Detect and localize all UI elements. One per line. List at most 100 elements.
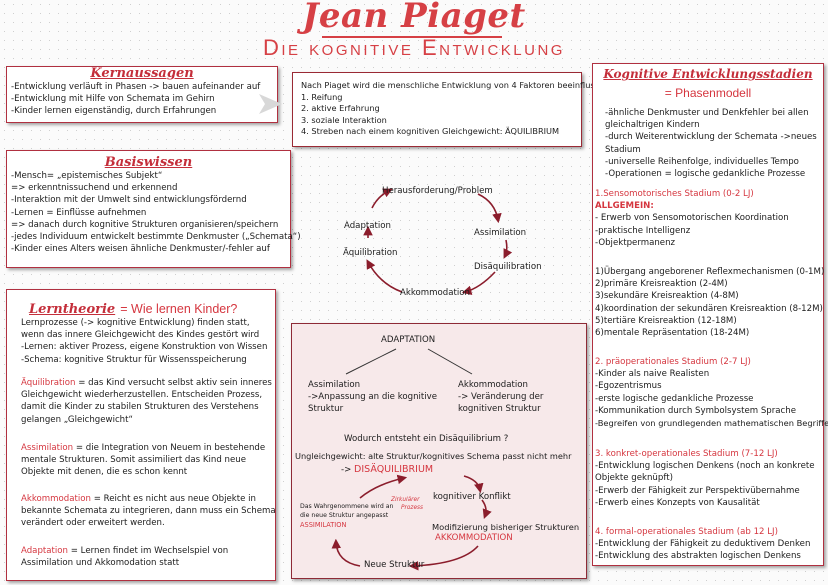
assimilation-line: mentale Strukturen. Somit assimiliert da…	[21, 455, 246, 466]
cycle-node-bottom: Akkommodation	[400, 288, 470, 298]
stadium-1-line: -Objektpermanenz	[595, 237, 676, 248]
lerntheorie-intro-line: Lernprozesse (-> kognitive Entwicklung) …	[21, 318, 250, 328]
page-subtitle: Die kognitive Entwicklung	[263, 35, 565, 60]
kernaussagen-line: -Entwicklung verläuft in Phasen -> bauen…	[11, 82, 261, 92]
cycle-node-left: Adaptation	[344, 221, 392, 231]
adaptation-assimilation-line: Struktur	[308, 404, 344, 415]
cycle-arrows	[363, 188, 513, 295]
title-underline	[322, 36, 502, 38]
wahrgenommene-line: Das Wahrgenommene wird an	[300, 503, 394, 510]
akkommodation-line: bekannte Schemata zu integrieren, dann m…	[21, 506, 276, 517]
adaptation-assimilation-line: Assimilation	[308, 380, 361, 390]
cycle-node-right: Assimilation	[474, 228, 527, 238]
zirkulaer-line: Prozess	[401, 505, 424, 511]
stadium-1-substage: 5)tertiäre Kreisreaktion (12-18M)	[595, 315, 737, 326]
zirkulaer-line: Zirkulärer	[391, 497, 420, 503]
stadium-4-line: -Entwicklung des abstrakten logischen De…	[595, 551, 801, 562]
aequilibration-term: Äquilibration	[21, 378, 76, 388]
stadium-3-line: -Erwerb eines Konzepts von Kausalität	[595, 497, 760, 508]
basiswissen-box: Basiswissen -Mensch= „epistemisches Subj…	[6, 150, 301, 268]
kernaussagen-line: -Kinder lernen eigenständig, durch Erfah…	[11, 106, 217, 117]
stadium-1-substage: 6)mentale Repräsentation (18-24M)	[595, 328, 750, 339]
lerntheorie-intro-line: wenn das innere Gleichgewicht des Kindes…	[21, 330, 260, 341]
kernaussagen-box: Kernaussagen -Entwicklung verläuft in Ph…	[6, 66, 278, 123]
stadium-1-substage: 3)sekundäre Kreisreaktion (4-8M)	[595, 291, 739, 302]
stadien-intro-line: -Operationen = logische gedankliche Proz…	[605, 169, 806, 180]
adaptation-question: Wodurch entsteht ein Disäquilibrium ?	[344, 434, 509, 444]
basiswissen-line: => erkenntnissuchend und erkennend	[11, 183, 178, 194]
wahrgenommene-line: die neue Struktur angepasst	[300, 512, 389, 519]
basiswissen-line: -Kinder eines Alters weisen ähnliche Den…	[11, 244, 270, 255]
adaptation-assimilation-line: ->Anpassung an die kognitive	[308, 392, 438, 403]
assimilation-term: Assimilation	[21, 443, 74, 453]
cycle-node-right-low: Disäquilibration	[474, 262, 542, 272]
stadium-1-line: - Erwerb von Sensomotorischen Koordinati…	[595, 213, 789, 224]
stadium-3-line: -Entwicklung logischen Denkens (noch an …	[595, 461, 815, 472]
adaptation-line: = Lernen findet im Wechselspiel von	[70, 546, 229, 556]
faktoren-item: 1. Reifung	[301, 91, 343, 102]
lerntheorie-intro-line: -Schema: kognitive Struktur für Wissenss…	[21, 354, 247, 365]
basiswissen-heading: Basiswissen	[104, 155, 193, 170]
stadium-1-substage: 4)koordination der sekundären Kreisreakt…	[595, 303, 823, 314]
faktoren-intro: Nach Piaget wird die menschliche Entwick…	[301, 80, 603, 90]
stadium-3-line: -Erwerb der Fähigkeit zur Perspektivüber…	[595, 485, 800, 496]
assimilation-line: Objekte mit denen, die es schon kennt	[21, 467, 188, 478]
adaptation-line: Assimilation und Akkomodation statt	[21, 558, 180, 569]
stadium-2-line: -Egozentrismus	[595, 381, 662, 392]
chevron-right-icon	[259, 94, 282, 114]
aequilibration-line: damit die Kinder zu stabilen Strukturen …	[21, 402, 259, 413]
disaequilibrium-label: DISÄQUILIBRIUM	[354, 464, 434, 475]
lerntheorie-heading-suffix: = Wie lernen Kinder?	[120, 302, 238, 316]
neue-struktur-label: Neue Struktur	[364, 560, 425, 570]
akkommodation-process-label: AKKOMMODATION	[435, 533, 513, 543]
stadium-2-line: -Kommunikation durch Symbolsystem Sprach…	[595, 405, 797, 416]
assimilation-line: = die Integration von Neuem in bestehend…	[75, 443, 266, 453]
adaptation-akkommodation-line: kognitiven Struktur	[458, 404, 541, 415]
aequilibration-line: Gleichgewicht wiederherzustellen. Entsch…	[21, 390, 263, 401]
stadium-1-line: -praktische Intelligenz	[595, 225, 691, 236]
assimilation-process-label: ASSIMILATION	[300, 521, 347, 529]
basiswissen-line: -jedes Individuum entwickelt bestimmte D…	[11, 232, 301, 243]
lerntheorie-heading: Lerntheorie	[29, 302, 116, 317]
adaptation-akkommodation-line: Akkommodation	[458, 380, 528, 390]
stadien-intro-line: -durch Weiterentwicklung der Schemata ->…	[605, 132, 817, 143]
adaptation-heading: ADAPTATION	[381, 335, 436, 345]
basiswissen-line: -Interaktion mit der Umwelt sind entwick…	[11, 195, 247, 206]
stadien-intro-line: -ähnliche Denkmuster und Denkfehler bei …	[605, 108, 809, 118]
adaptation-branch-lines	[345, 348, 473, 375]
stadium-3-line: Objekte geknüpft)	[595, 473, 673, 484]
stadium-4-title: 4. formal-operationales Stadium (ab 12 L…	[595, 527, 778, 537]
cycle-node-left-low: Äquilibration	[343, 248, 398, 258]
adaptation-term: Adaptation	[21, 546, 69, 556]
faktoren-item: 2. aktive Erfahrung	[301, 103, 380, 114]
stadien-intro-line: -universelle Reihenfolge, individuelles …	[605, 156, 799, 167]
basiswissen-line: -Mensch= „epistemisches Subjekt“	[11, 171, 163, 181]
stadium-2-title: 2. präoperationales Stadium (2-7 LJ)	[595, 357, 751, 367]
stadien-intro-line: Stadium	[605, 144, 641, 155]
akkommodation-line: verändert oder erweitert werden.	[21, 518, 165, 529]
akkommodation-term: Akkommodation	[21, 494, 91, 504]
kernaussagen-heading: Kernaussagen	[90, 66, 194, 81]
stadien-subheading: = Phasenmodell	[664, 86, 752, 100]
lerntheorie-box: Lerntheorie = Wie lernen Kinder? Lernpro…	[6, 289, 276, 581]
stadium-4-line: -Entwicklung der Fähigkeit zu deduktivem…	[595, 539, 811, 550]
basiswissen-line: -Lernen = Einflüsse aufnehmen	[11, 207, 147, 218]
modifizierung-label: Modifizierung bisheriger Strukturen	[432, 522, 580, 532]
stadien-box: Kognitive Entwicklungsstadien = Phasenmo…	[592, 63, 828, 566]
lerntheorie-intro-line: -Lernen: aktiver Prozess, eigene Konstru…	[21, 342, 268, 353]
stadien-heading: Kognitive Entwicklungsstadien	[603, 67, 813, 81]
allgemein-label: ALLGEMEIN:	[595, 201, 654, 212]
page-title: Jean Piaget	[302, 0, 526, 36]
cycle-node-top: Herausforderung/Problem	[382, 186, 493, 196]
arrow-prefix: ->	[341, 465, 352, 475]
aequilibration-line: = das Kind versucht selbst aktiv sein in…	[78, 378, 272, 388]
stadium-1-title: 1.Sensomotorisches Stadium (0-2 LJ)	[595, 189, 754, 199]
stadium-2-line: -Begreifen von grundlegenden mathematisc…	[595, 418, 828, 429]
faktoren-item: 4. Streben nach einem kognitiven Gleichg…	[301, 126, 560, 137]
konflikt-label: kognitiver Konflikt	[433, 492, 511, 502]
adaptation-akkommodation-line: -> Veränderung der	[458, 392, 544, 403]
kernaussagen-line: -Entwicklung mit Hilfe von Schemata im G…	[11, 94, 215, 105]
process-cycle-arrows	[331, 474, 492, 571]
faktoren-item: 3. soziale Interaktion	[301, 114, 387, 125]
akkommodation-line: = Reicht es nicht aus neue Objekte in	[93, 494, 256, 504]
